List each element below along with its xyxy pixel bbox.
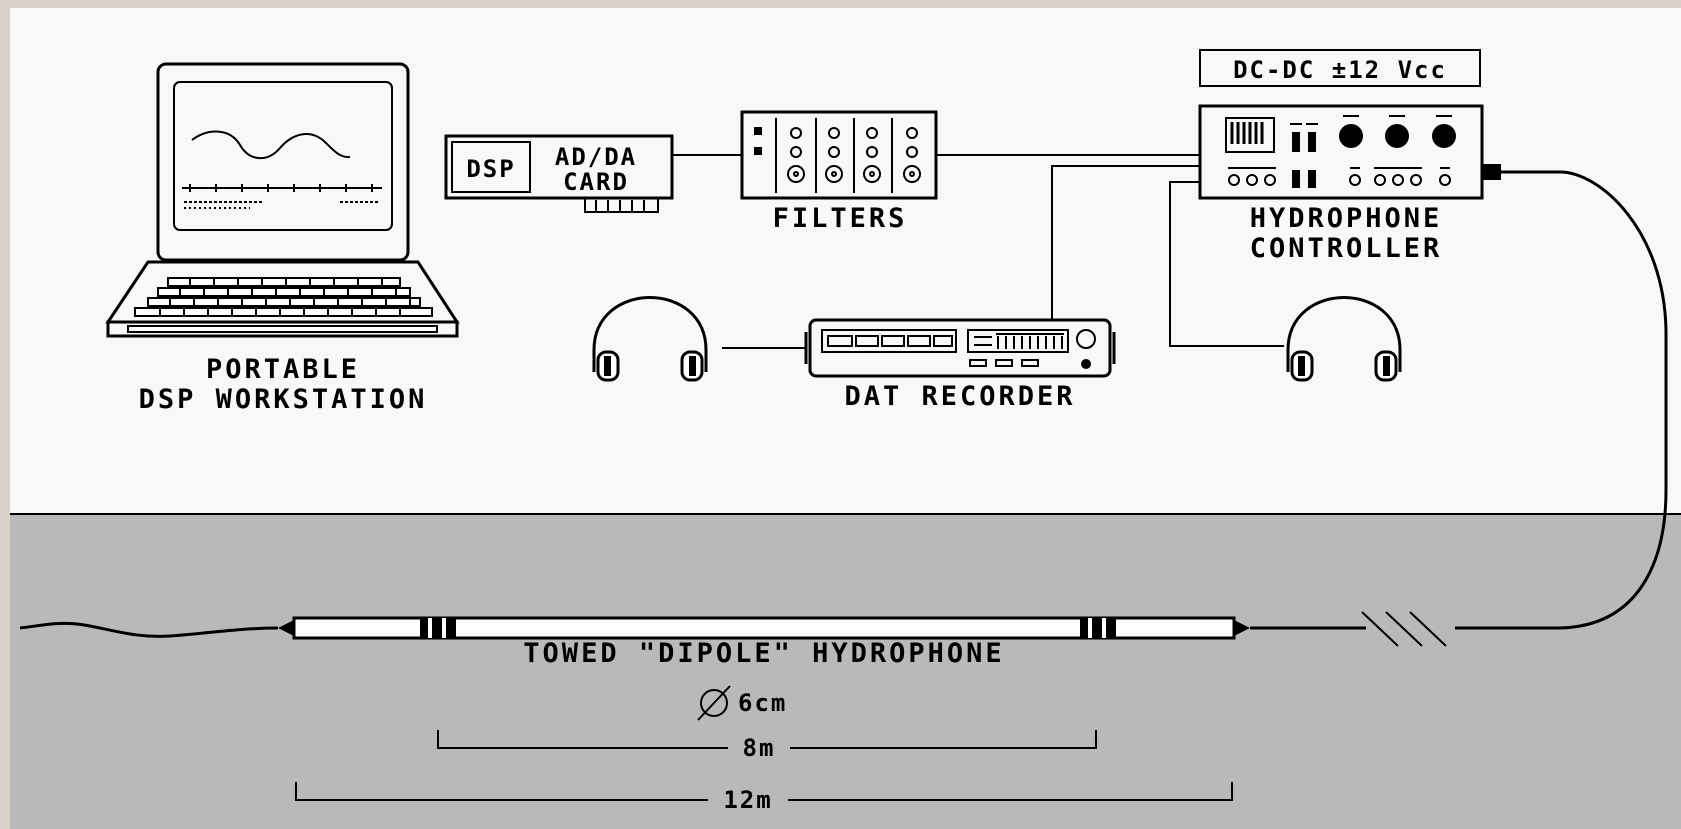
dat-recorder-label: DAT RECORDER bbox=[844, 381, 1075, 412]
laptop-icon bbox=[105, 62, 460, 338]
towed-hydrophone-icon bbox=[19, 616, 1250, 640]
workstation-label-line1: PORTABLE bbox=[206, 354, 360, 385]
dat-recorder-icon bbox=[804, 318, 1116, 378]
card-label-line2: CARD bbox=[563, 168, 629, 196]
dcdc-label: DC-DC ±12 Vcc bbox=[1233, 56, 1447, 84]
dcdc-box bbox=[1199, 49, 1481, 87]
workstation-label-line2: DSP WORKSTATION bbox=[139, 384, 428, 415]
controller-label-line1: HYDROPHONE bbox=[1250, 203, 1443, 234]
dimension-8m-label: 8m bbox=[743, 734, 776, 762]
diameter-label: 6cm bbox=[738, 689, 787, 717]
headphones-icon bbox=[592, 296, 708, 382]
card-label-line1: AD/DA bbox=[555, 143, 637, 171]
hydrophone-controller-icon bbox=[1198, 104, 1501, 200]
tow-cable bbox=[1455, 170, 1668, 630]
filters-label: FILTERS bbox=[773, 203, 908, 234]
card-dsp-label: DSP bbox=[466, 155, 515, 183]
water-region bbox=[10, 514, 1681, 829]
dsp-card-icon bbox=[444, 134, 674, 213]
cable-break-icon bbox=[1361, 611, 1447, 647]
monitor-headphones-icon bbox=[1286, 296, 1402, 382]
towed-hydrophone-label: TOWED "DIPOLE" HYDROPHONE bbox=[523, 638, 1004, 669]
diameter-icon bbox=[697, 685, 731, 721]
signal-wiring bbox=[672, 154, 1284, 349]
dimension-12m bbox=[295, 782, 1233, 801]
dimension-12m-label: 12m bbox=[723, 786, 772, 814]
dimension-8m bbox=[437, 730, 1097, 749]
controller-label-line2: CONTROLLER bbox=[1250, 233, 1443, 264]
